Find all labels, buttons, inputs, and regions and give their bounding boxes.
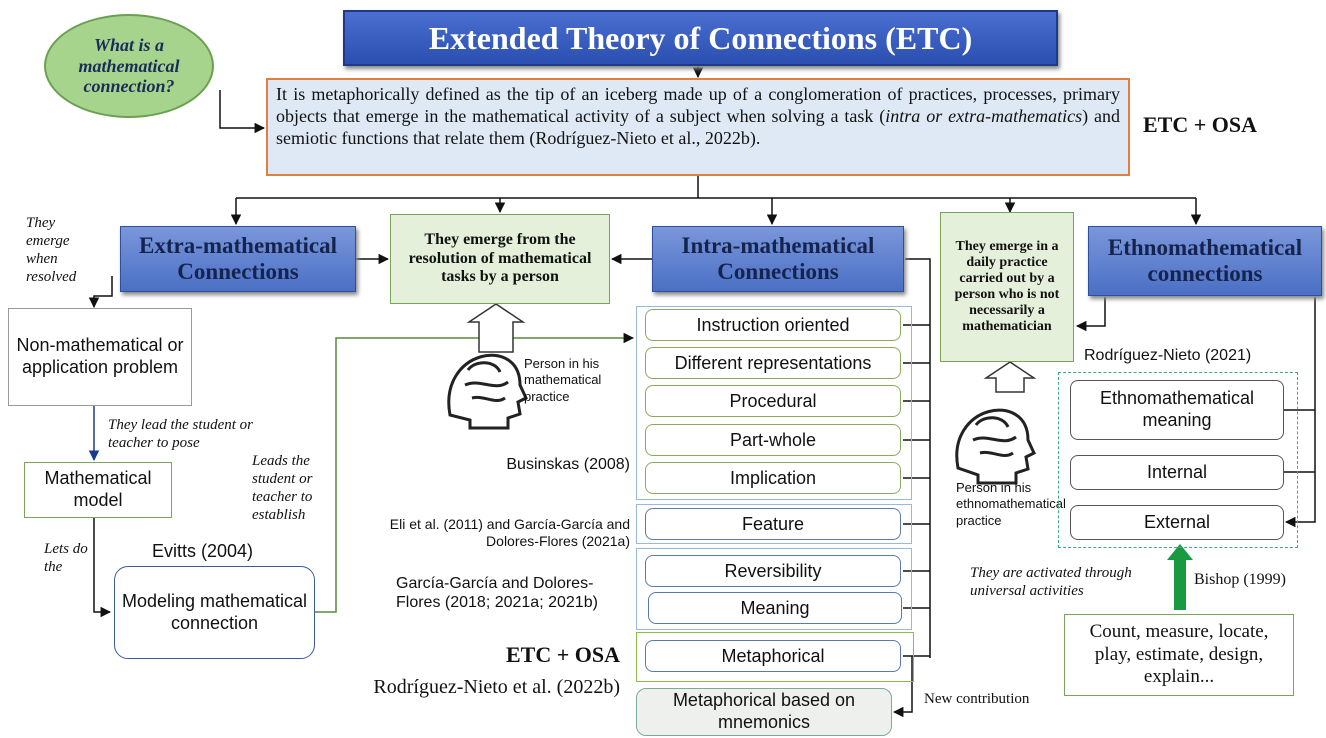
brain-head-icon-2 (955, 408, 1036, 485)
new-contribution-label: New contribution (924, 691, 1030, 707)
problem-box: Non-mathematical or application problem (8, 308, 192, 406)
intra-item-feature: Feature (645, 508, 901, 540)
lead-pose-note: They lead the student or teacher to pose (108, 417, 253, 451)
etc-osa-label: ETC + OSA (1143, 112, 1258, 137)
ethno-item-internal: Internal (1070, 455, 1284, 490)
ethno-heading: Ethnomathematical connections (1088, 226, 1322, 296)
activities-box: Count, measure, locate, play, estimate, … (1064, 614, 1294, 696)
bishop-cite: Bishop (1999) (1194, 571, 1286, 588)
intra-item-meaning: Meaning (648, 592, 902, 624)
intra-item-procedural: Procedural (645, 385, 901, 417)
ethno-item-meaning: Ethnomathematical meaning (1070, 380, 1284, 440)
group-businskas (636, 306, 912, 500)
cite-garcia: García-García and Dolores-Flores (2018; … (396, 575, 598, 612)
intra-item-metaphorical: Metaphorical (645, 640, 901, 672)
ethno-cite: Rodríguez-Nieto (2021) (1084, 347, 1252, 364)
person-ethno-label: Person in his ethnomathematical practice (956, 480, 1066, 528)
daily-practice-box: They emerge in a daily practice carried … (940, 212, 1074, 362)
cite-businskas: Businskas (2008) (506, 456, 630, 473)
model-box: Mathematical model (24, 462, 172, 518)
emerge-resolution-box: They emerge from the resolution of mathe… (390, 214, 610, 304)
intra-item-reversibility: Reversibility (645, 555, 901, 587)
ethno-group (1058, 372, 1298, 548)
page-title: Extended Theory of Connections (ETC) (343, 10, 1058, 66)
brain-head-icon-1 (447, 353, 528, 430)
intra-item-implication: Implication (645, 462, 901, 494)
extra-heading: Extra-mathematical Connections (120, 226, 356, 292)
group-eli (636, 504, 912, 544)
group-etc-osa (636, 632, 914, 682)
extra-side-note: They emerge when resolved (26, 215, 77, 285)
person-math-label: Person in his mathematical practice (524, 356, 602, 404)
modeling-box: Modeling mathematical connection (114, 566, 315, 659)
leads-establish-note: Leads the student or teacher to establis… (252, 453, 313, 523)
evitts-cite: Evitts (2004) (152, 541, 254, 561)
cite-rodriguez-2022: Rodríguez-Nieto et al. (2022b) (373, 676, 620, 698)
definition-box: It is metaphorically defined as the tip … (266, 78, 1130, 176)
intra-heading: Intra-mathematical Connections (652, 226, 904, 292)
intra-item-mnemonics: Metaphorical based on mnemonics (636, 688, 892, 736)
lets-do-note: Lets do the (44, 541, 88, 575)
intra-item-part-whole: Part-whole (645, 424, 901, 456)
group-garcia (636, 548, 912, 630)
cite-eli: Eli et al. (2011) and García-García and … (389, 516, 630, 549)
definition-prefix: It is metaphorically defined as the tip … (276, 84, 1120, 126)
definition-italic: intra or extra-mathematics (885, 106, 1083, 126)
intra-item-instruction: Instruction oriented (645, 309, 901, 341)
ethno-item-external: External (1070, 505, 1284, 540)
activated-note: They are activated through universal act… (970, 565, 1132, 599)
question-oval: What is a mathematical connection? (44, 14, 214, 118)
cite-etc-osa: ETC + OSA (505, 642, 620, 667)
definition-suffix: ) and semiotic functions that relate the… (276, 106, 1121, 148)
intra-item-representations: Different representations (645, 347, 901, 379)
